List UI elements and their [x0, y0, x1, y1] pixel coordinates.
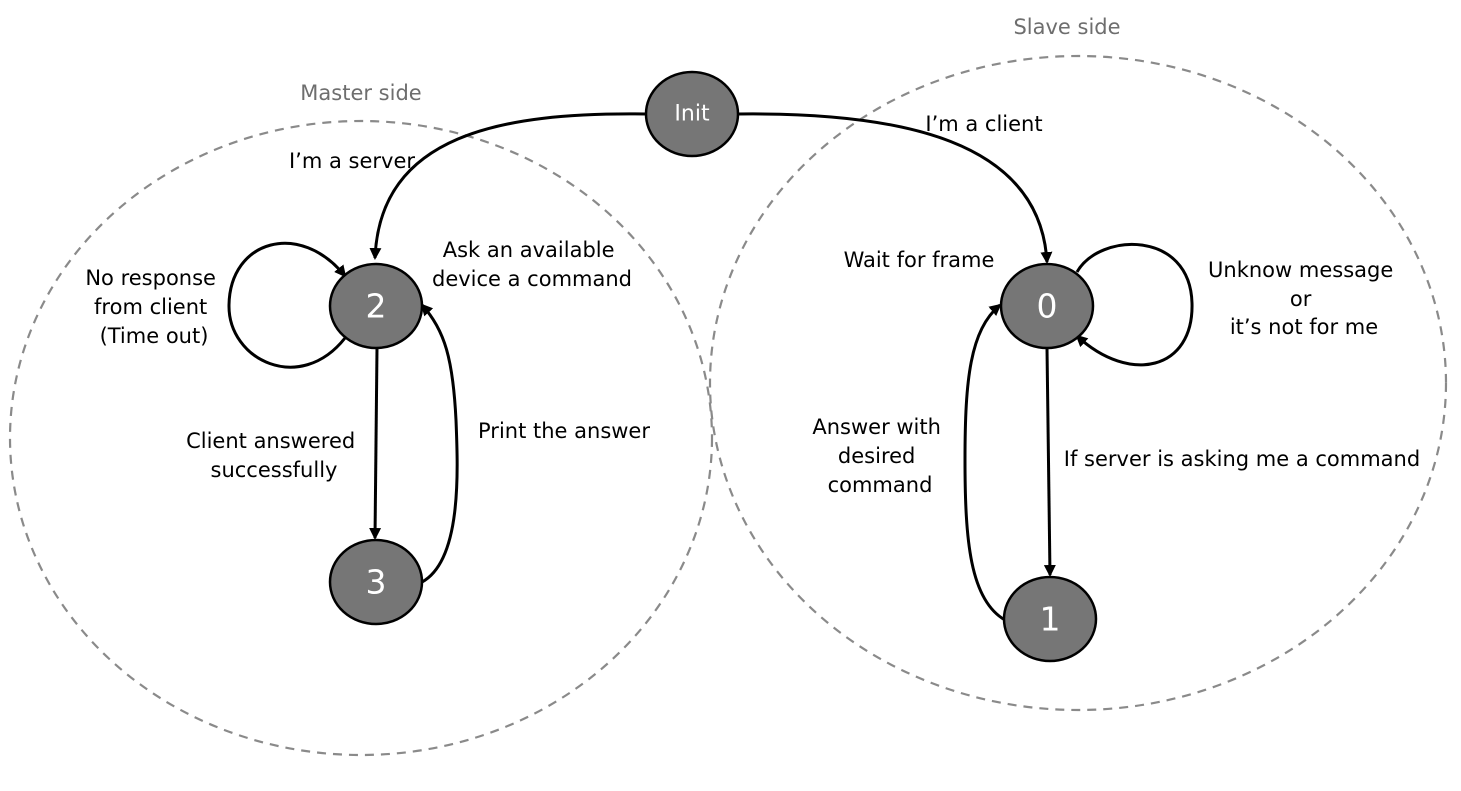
- slave-region-boundary: [708, 54, 1448, 712]
- state-init-label: Init: [674, 102, 710, 127]
- edge-2-loop: [227, 241, 347, 369]
- master-region-label: Master side: [300, 81, 421, 105]
- label-print-answer: Print the answer: [478, 419, 650, 443]
- state-3-label: 3: [366, 563, 387, 602]
- state-3: 3: [328, 538, 424, 626]
- edge-0-to-1: [1043, 347, 1056, 577]
- label-im-a-server: I’m a server: [289, 149, 415, 173]
- edge-2-to-3: [369, 347, 382, 540]
- label-client-answered: Client answered successfully: [186, 429, 362, 482]
- label-no-response: No response from client (Time out): [85, 266, 222, 348]
- edge-init-to-2: [369, 112, 647, 260]
- label-unknow-message: Unknow message or it’s not for me: [1208, 258, 1400, 339]
- label-ask-command: Ask an available device a command: [432, 238, 632, 291]
- state-0-label: 0: [1037, 287, 1058, 326]
- label-im-a-client: I’m a client: [925, 112, 1042, 136]
- label-wait-for-frame: Wait for frame: [844, 248, 995, 272]
- label-server-asking: If server is asking me a command: [1064, 447, 1420, 471]
- edge-3-to-2: [420, 303, 459, 584]
- label-answer-with-command: Answer with desired command: [812, 415, 947, 497]
- slave-region-label: Slave side: [1013, 15, 1120, 39]
- state-2: 2: [328, 262, 424, 350]
- edge-1-to-0: [963, 303, 1006, 622]
- state-1-label: 1: [1040, 600, 1061, 639]
- state-init: Init: [644, 70, 740, 158]
- edge-init-to-0: [737, 112, 1053, 264]
- state-0: 0: [999, 262, 1095, 350]
- state-1: 1: [1002, 575, 1098, 663]
- master-region-boundary: [8, 119, 714, 757]
- state-2-label: 2: [366, 287, 387, 326]
- edge-0-loop: [1075, 243, 1194, 367]
